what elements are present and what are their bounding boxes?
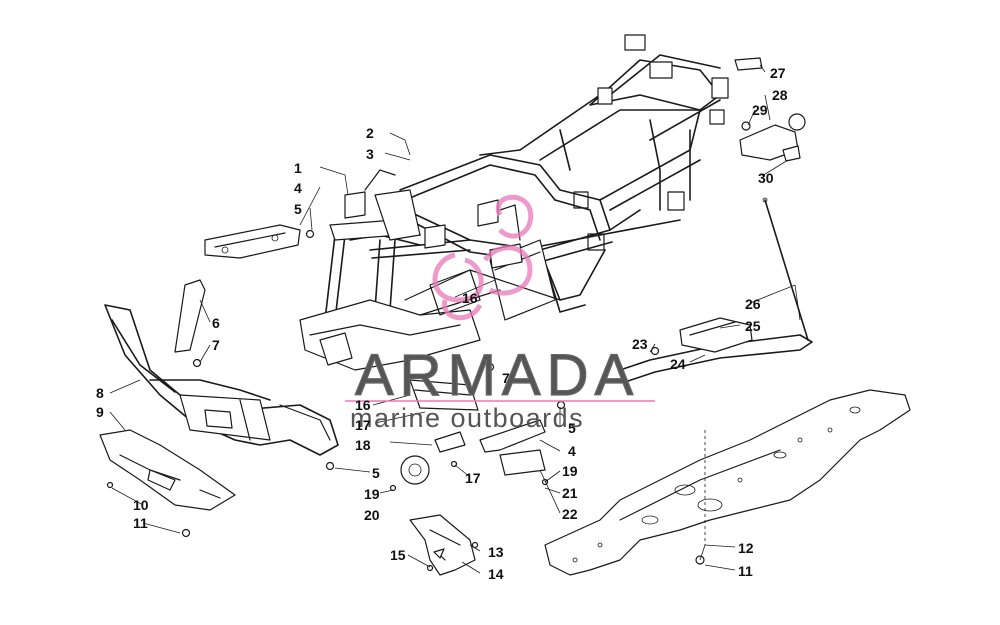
callout-23: 23 [632, 336, 648, 352]
callout-7: 7 [212, 337, 220, 353]
leader-lines [109, 64, 801, 574]
callout-1: 1 [294, 160, 302, 176]
callout-17b: 17 [465, 470, 481, 486]
callout-25: 25 [745, 318, 761, 334]
callout-4b: 4 [568, 443, 576, 459]
main-frame [299, 34, 729, 371]
callout-21: 21 [562, 485, 578, 501]
callout-labels: 1 4 5 2 3 6 7 8 9 10 11 16 7 16 17 18 5 … [96, 65, 788, 582]
callout-16b: 16 [355, 397, 371, 413]
bumper-support [174, 279, 206, 353]
callout-30: 30 [758, 170, 774, 186]
callout-19: 19 [364, 486, 380, 502]
callout-14: 14 [488, 566, 504, 582]
callout-7b: 7 [502, 370, 510, 386]
armada-logo-icon [432, 194, 534, 321]
callout-3: 3 [366, 146, 374, 162]
watermark-brand: ARMADA [355, 343, 639, 408]
callout-18: 18 [355, 437, 371, 453]
front-bracket [204, 224, 301, 259]
watermark: ARMADA marine outboards [345, 194, 655, 433]
callout-12: 12 [738, 540, 754, 556]
callout-28: 28 [772, 87, 788, 103]
callout-19b: 19 [562, 463, 578, 479]
rear-tube [619, 317, 813, 383]
center-brackets [400, 379, 546, 485]
callout-26: 26 [745, 296, 761, 312]
callout-11b: 11 [738, 563, 753, 579]
callout-6: 6 [212, 315, 220, 331]
callout-20: 20 [364, 507, 380, 523]
callout-2: 2 [366, 125, 374, 141]
callout-5b: 5 [372, 465, 380, 481]
callout-24: 24 [670, 356, 686, 372]
callout-13: 13 [488, 544, 504, 560]
callout-9: 9 [96, 404, 104, 420]
callout-27: 27 [770, 65, 786, 81]
callout-11: 11 [133, 515, 148, 531]
callout-29: 29 [752, 102, 768, 118]
front-bumper [104, 304, 339, 456]
hitch-assembly [734, 57, 806, 162]
callout-22: 22 [562, 506, 578, 522]
callout-5c: 5 [568, 420, 576, 436]
callout-10: 10 [133, 497, 149, 513]
skid-plate [544, 389, 911, 576]
callout-15: 15 [390, 547, 406, 563]
watermark-tagline: marine outboards [350, 403, 584, 433]
callout-16: 16 [462, 290, 478, 306]
callout-4: 4 [294, 180, 302, 196]
callout-17: 17 [355, 417, 371, 433]
lower-mount-bracket [409, 514, 476, 576]
callout-5: 5 [294, 201, 302, 217]
callout-8: 8 [96, 385, 104, 401]
rear-rod [762, 197, 809, 341]
lower-guard [99, 429, 236, 511]
